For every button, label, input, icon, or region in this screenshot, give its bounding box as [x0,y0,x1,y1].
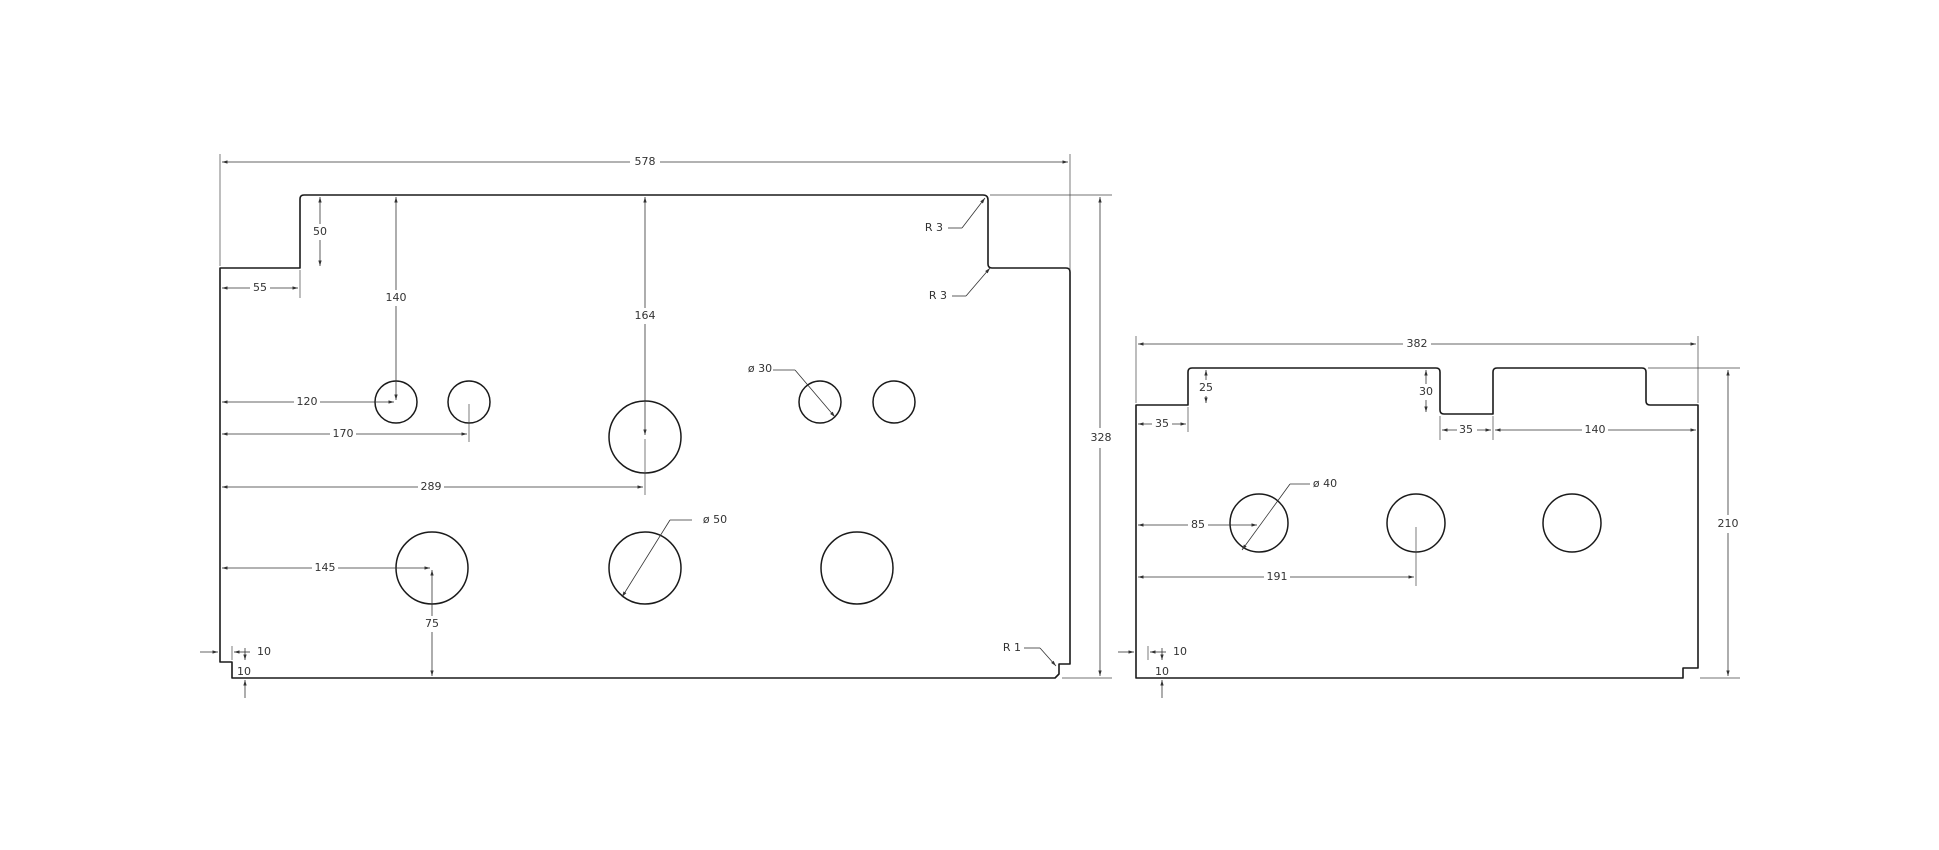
radius-step-label-a: R 3 [929,289,947,302]
dim-overall-width-b: 382 [1407,337,1428,350]
radius-top-label-a: R 3 [925,221,943,234]
dia-small-label-a: ø 30 [748,362,772,375]
part-a: 578 328 50 55 140 164 120 170 [200,154,1112,698]
part-b-hole-1 [1229,493,1289,553]
part-a-hole-8 [820,531,894,605]
part-a-hole-7 [608,531,682,605]
dim-170-a: 170 [333,427,354,440]
dim-notch-width-b: 35 [1459,423,1473,436]
dim-75-a: 75 [425,617,439,630]
dim-120-a: 120 [297,395,318,408]
dim-step-width-b: 35 [1155,417,1169,430]
dim-191-b: 191 [1267,570,1288,583]
dim-right-width-b: 140 [1585,423,1606,436]
notch-y-label-b: 10 [1155,665,1169,678]
dim-notch-depth-b: 30 [1419,385,1433,398]
part-b: 382 210 25 30 35 35 140 85 [1118,336,1740,698]
dim-hole-top-a: 140 [386,291,407,304]
notch-x-label-b: 10 [1173,645,1187,658]
part-b-outline [1135,367,1699,679]
dim-overall-height-a: 328 [1091,431,1112,444]
part-a-hole-4 [798,380,842,424]
dim-overall-width-a: 578 [635,155,656,168]
part-a-outline [219,194,1071,679]
notch-x-label-a: 10 [257,645,271,658]
dim-hole-center-a: 164 [635,309,656,322]
dim-145-a: 145 [315,561,336,574]
dia-large-label-a: ø 50 [703,513,727,526]
notch-y-label-a: 10 [237,665,251,678]
dim-85-b: 85 [1191,518,1205,531]
dim-step-height-b: 25 [1199,381,1213,394]
radius-corner-label-a: R 1 [1003,641,1021,654]
dim-overall-height-b: 210 [1718,517,1739,530]
dia-label-b: ø 40 [1313,477,1337,490]
dim-step-height-a: 50 [313,225,327,238]
part-a-hole-5 [872,380,916,424]
part-b-hole-3 [1542,493,1602,553]
dim-step-width-a: 55 [253,281,267,294]
dim-289-a: 289 [421,480,442,493]
